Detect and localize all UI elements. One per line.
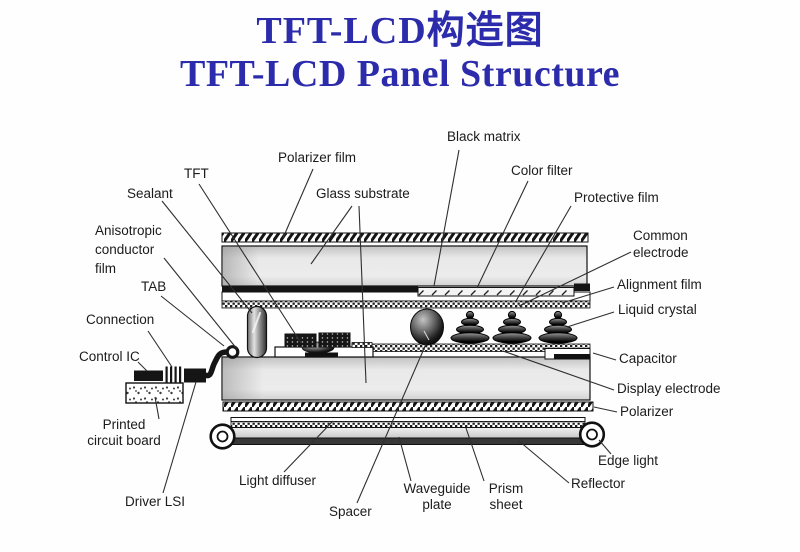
waveguide-plate-layer — [230, 427, 588, 439]
label-printed-circuit-board: Printed circuit board — [87, 417, 161, 448]
leader-printed-circuit-board — [154, 396, 160, 420]
lower-glass-shade — [223, 358, 263, 399]
label-driver-lsi: Driver LSI — [125, 494, 186, 509]
driver-lsi-chip — [184, 368, 206, 383]
leader-protective-film — [515, 205, 572, 302]
leader-driver-lsi — [162, 381, 197, 494]
tab-flex-cable — [202, 349, 229, 379]
color-filter-layer — [417, 287, 575, 297]
sealant-shape — [246, 305, 268, 359]
leader-display-electrode — [502, 350, 615, 391]
leader-liquid-crystal — [566, 311, 615, 328]
leader-sealant — [161, 200, 253, 314]
leader-glass-substrate-lower — [358, 205, 367, 384]
pixel-electrode-piece — [351, 342, 373, 348]
backlight-unit — [209, 417, 606, 450]
control-ic-chip — [134, 370, 163, 381]
black-matrix-right-segment — [574, 283, 590, 291]
label-waveguide-plate: Waveguide plate — [403, 481, 471, 512]
label-alignment-film: Alignment film — [617, 277, 702, 292]
title-line2: TFT-LCD Panel Structure — [179, 53, 621, 95]
label-prism-sheet: Prism sheet — [488, 481, 524, 512]
label-capacitor: Capacitor — [619, 351, 677, 366]
capacitor-plate — [554, 354, 590, 360]
common-electrode-alignment-layer — [221, 300, 591, 309]
liquid-crystal-molecules — [450, 310, 578, 344]
tft-gate-bar — [305, 352, 338, 357]
label-spacer: Spacer — [329, 504, 372, 519]
tft-assembly — [274, 332, 374, 358]
leader-spacer — [356, 343, 427, 504]
label-liquid-crystal: Liquid crystal — [618, 302, 697, 317]
lower-glass-assembly — [221, 343, 594, 412]
label-black-matrix: Black matrix — [447, 129, 521, 144]
lower-glass-substrate-layer — [221, 356, 591, 401]
printed-circuit-board-shape — [125, 382, 184, 404]
label-control-ic: Control IC — [79, 349, 140, 364]
label-light-diffuser: Light diffuser — [239, 473, 317, 488]
leader-polarizer — [593, 406, 618, 413]
leader-control-ic — [137, 361, 148, 372]
label-color-filter: Color filter — [511, 163, 573, 178]
label-common-electrode: Common electrode — [633, 228, 689, 260]
leader-reflector — [518, 440, 570, 484]
edge-light-lamp-right — [578, 421, 606, 448]
label-edge-light: Edge light — [598, 453, 659, 468]
leader-prism-sheet — [465, 427, 485, 482]
label-polarizer: Polarizer — [620, 404, 674, 419]
label-tab: TAB — [141, 279, 167, 294]
label-sealant: Sealant — [127, 186, 173, 201]
label-reflector: Reflector — [571, 476, 626, 491]
leader-polarizer-film — [282, 168, 314, 239]
leader-black-matrix — [433, 149, 460, 287]
black-matrix-layer — [222, 286, 418, 292]
leader-capacitor — [592, 352, 617, 361]
leader-glass-substrate-upper — [310, 205, 353, 265]
spacer-ball — [410, 308, 444, 346]
leader-anisotropic-conductor-film — [163, 257, 238, 350]
leader-light-diffuser — [283, 420, 334, 473]
leader-waveguide-plate — [398, 436, 412, 482]
leader-common-electrode — [518, 251, 632, 307]
leader-color-filter — [476, 180, 529, 289]
label-tft: TFT — [184, 166, 209, 181]
connection-pins — [165, 366, 182, 383]
leader-lines — [137, 149, 632, 504]
prism-sheet-layer — [230, 417, 586, 422]
tft-source-block — [284, 333, 317, 348]
leader-tab — [160, 295, 225, 347]
bottom-polarizer-layer — [222, 401, 594, 412]
leader-alignment-film — [561, 286, 615, 304]
leader-connection — [147, 330, 173, 368]
leader-edge-light — [598, 439, 612, 455]
label-protective-film: Protective film — [574, 190, 659, 205]
edge-light-lamp-left — [209, 423, 236, 450]
upper-glass-shade — [223, 247, 259, 285]
pcb-assembly — [125, 345, 240, 404]
upper-glass-substrate-layer — [221, 245, 588, 287]
upper-glass-assembly — [221, 232, 591, 309]
label-glass-substrate: Glass substrate — [316, 186, 410, 201]
label-display-electrode: Display electrode — [617, 381, 721, 396]
top-polarizer-film-layer — [221, 232, 589, 243]
label-connection: Connection — [86, 312, 155, 327]
label-polarizer-film: Polarizer film — [278, 150, 357, 165]
tft-drain-block — [318, 332, 351, 348]
reflector-layer — [230, 437, 588, 445]
slide-title: TFT-LCD构造图 TFT-LCD Panel Structure — [0, 10, 800, 96]
acf-junction-ring — [225, 345, 240, 359]
title-line1: TFT-LCD构造图 — [256, 10, 544, 52]
leader-tft — [198, 183, 302, 344]
label-anisotropic-conductor-film: Anisotropic conductor film — [95, 223, 162, 276]
light-diffuser-layer — [230, 421, 586, 428]
